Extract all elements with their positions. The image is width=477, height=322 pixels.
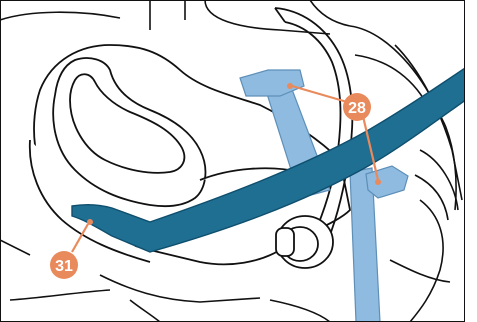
handle-release-button bbox=[276, 228, 294, 256]
callout-28-anchor-right bbox=[375, 179, 381, 185]
callout-28-label: 28 bbox=[348, 100, 366, 117]
callout-28-anchor-left bbox=[287, 83, 293, 89]
callout-31-label: 31 bbox=[55, 258, 73, 275]
handle-pivot bbox=[276, 216, 333, 268]
callout-28: 28 bbox=[343, 93, 371, 121]
callout-31-anchor bbox=[87, 219, 93, 225]
right-margin bbox=[465, 0, 477, 322]
callout-31: 31 bbox=[50, 251, 78, 279]
